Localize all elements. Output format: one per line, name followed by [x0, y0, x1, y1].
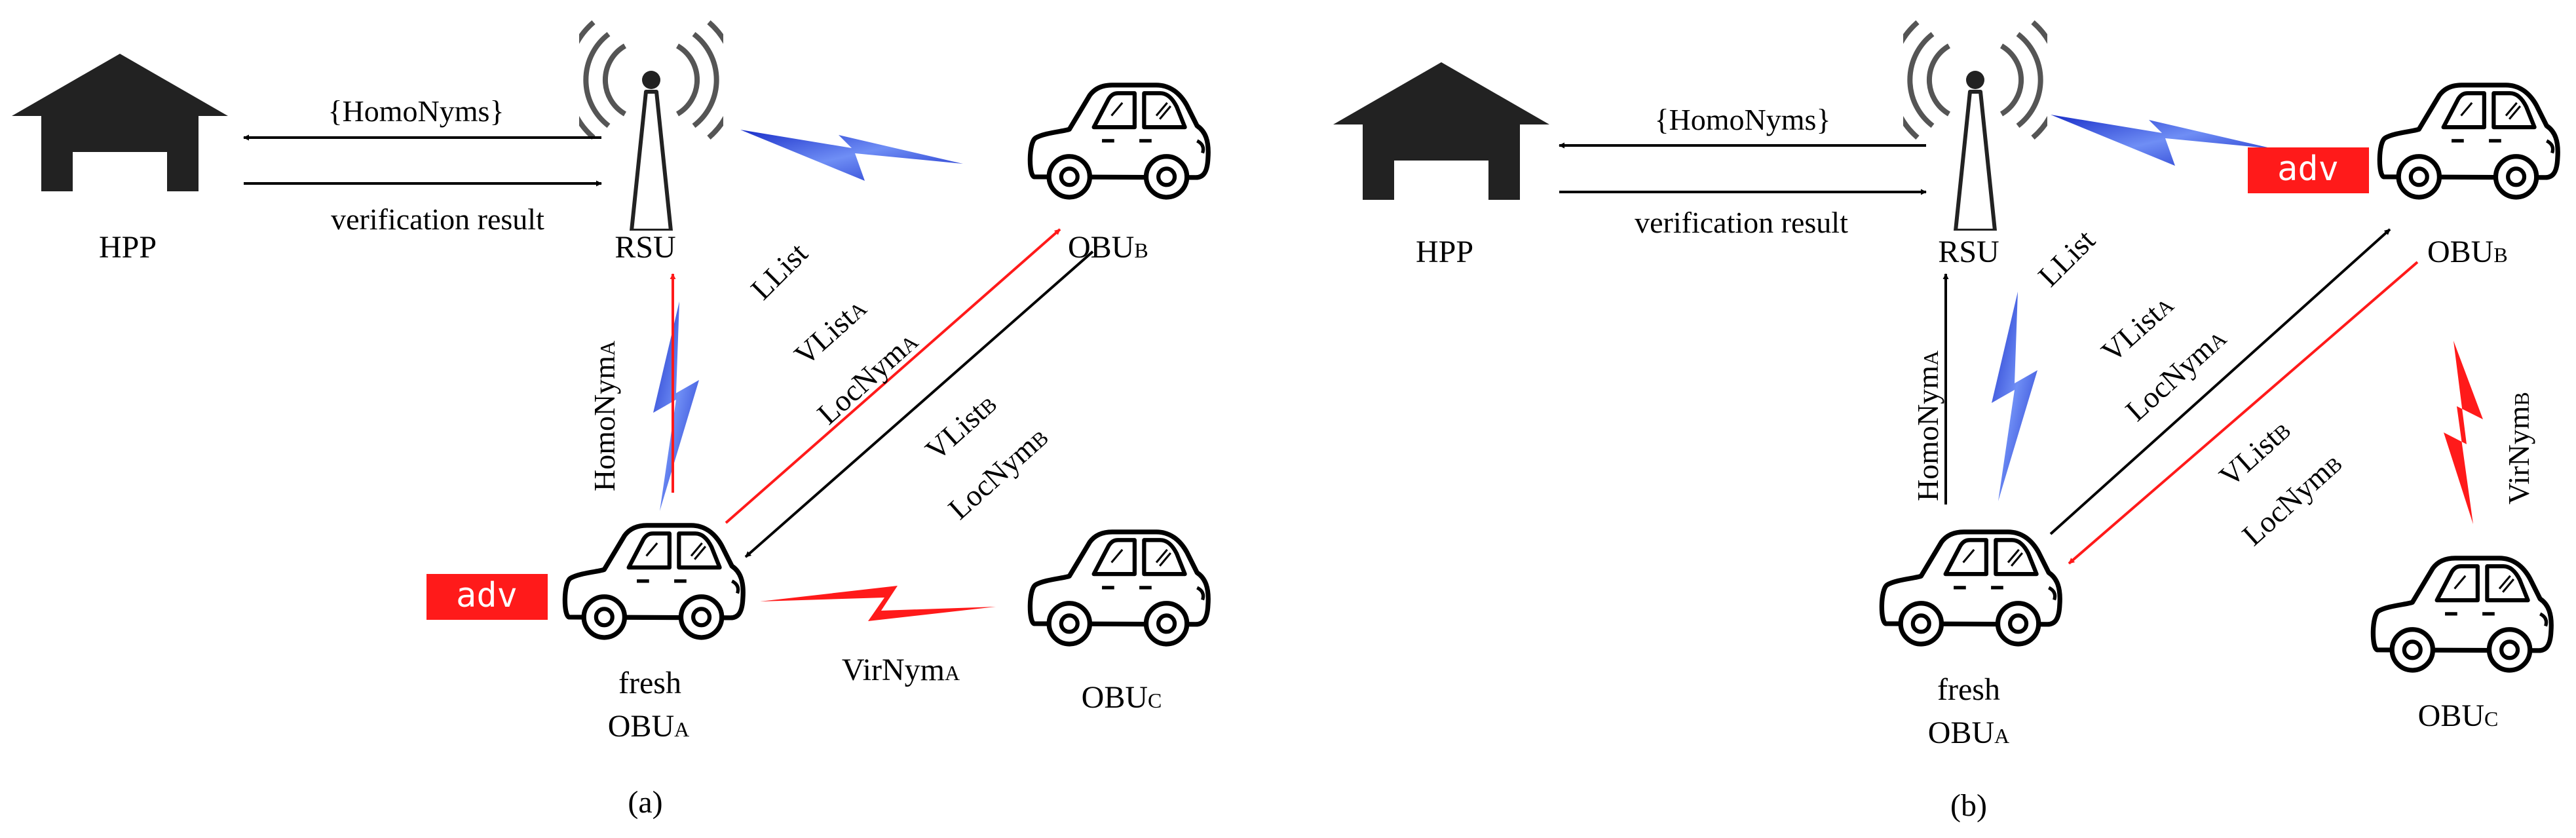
rsu-obua-wireless-icon	[653, 301, 699, 511]
rsu-label-b: RSU	[1938, 235, 1999, 269]
homonym-a-label-b: HomoNymA	[1911, 351, 1944, 501]
vlist-b-label: VListB	[919, 387, 1003, 467]
homonyms-label-b: {HomoNyms}	[1654, 103, 1830, 136]
rsu-obub-wireless-icon-b	[2051, 115, 2273, 166]
obua-car-icon-b	[1882, 532, 2060, 644]
obua-to-obub-arrow-b	[2049, 228, 2391, 535]
panel-a: HPP RSU {HomoNyms} verification result O…	[12, 22, 1208, 820]
virnym-label-b: VirNymB	[2502, 392, 2535, 505]
fresh-label: fresh	[618, 666, 681, 700]
obuc-label: OBUC	[1082, 680, 1162, 715]
obub-to-obua-arrow	[744, 250, 1094, 558]
hpp-label-b: HPP	[1416, 235, 1473, 269]
obua-label: OBUA	[608, 709, 689, 744]
homonym-a-label: HomoNymA	[588, 341, 621, 491]
rsu-antenna-icon-b	[1891, 22, 2060, 231]
obub-car-icon-b	[2379, 85, 2558, 197]
adv-badge	[426, 574, 548, 620]
fresh-label-b: fresh	[1937, 672, 2000, 707]
adv-badge-label-b: adv	[2277, 149, 2339, 189]
panel-b: HPP RSU {HomoNyms} verification result a…	[1333, 22, 2558, 823]
caption-b: (b)	[1950, 788, 1987, 823]
virnym-label: VirNymA	[842, 653, 960, 687]
vlist-a-label-b: VListA	[2095, 288, 2180, 368]
obuc-car-icon	[1030, 532, 1208, 644]
vlist-a-label: VListA	[788, 291, 873, 371]
obub-car-icon	[1030, 85, 1208, 197]
virnym-wireless-icon-b	[2444, 341, 2483, 524]
llist-label: LList	[744, 236, 814, 306]
rsu-antenna-icon	[567, 22, 736, 231]
rsu-label: RSU	[615, 230, 675, 265]
adv-badge-b	[2248, 147, 2369, 193]
hpp-house-icon	[12, 54, 228, 191]
obuc-label-b: OBUC	[2418, 698, 2499, 733]
vlist-b-label-b: VListB	[2213, 413, 2297, 493]
obuc-car-icon-b	[2373, 558, 2551, 670]
rsu-obua-wireless-icon-b	[1992, 292, 2037, 501]
caption-a: (a)	[628, 785, 662, 820]
obub-label-b: OBUB	[2427, 235, 2508, 269]
hpp-label: HPP	[99, 230, 157, 265]
adv-badge-label: adv	[456, 576, 518, 615]
obua-label-b: OBUA	[1928, 715, 2009, 750]
hpp-house-icon-b	[1333, 62, 1549, 200]
obua-to-obub-arrow	[725, 228, 1061, 524]
virnym-wireless-icon	[760, 586, 996, 621]
verification-label-b: verification result	[1635, 206, 1848, 239]
homonyms-label: {HomoNyms}	[328, 94, 504, 128]
obub-label: OBUB	[1068, 230, 1148, 265]
llist-label-b: LList	[2032, 223, 2102, 293]
rsu-obub-wireless-icon	[740, 130, 963, 181]
verification-label: verification result	[331, 202, 544, 236]
obub-to-obua-arrow-b	[2068, 261, 2419, 565]
obua-car-icon	[565, 525, 743, 638]
